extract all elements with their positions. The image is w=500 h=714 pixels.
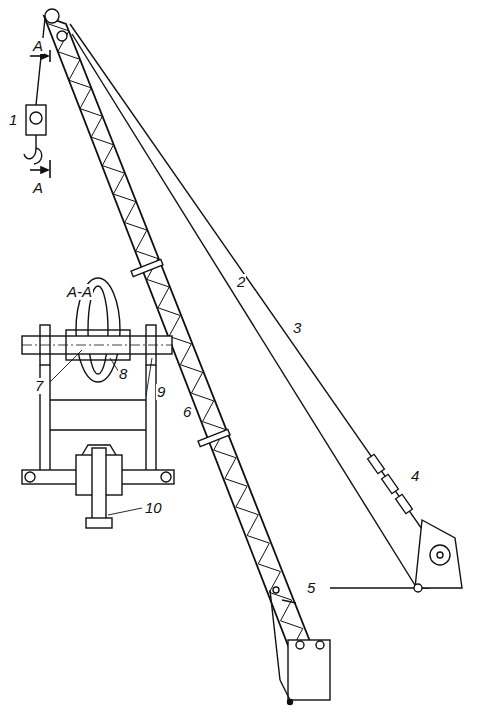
lattice-strut	[136, 230, 147, 251]
lattice-strut	[91, 116, 102, 137]
lattice-strut	[214, 450, 236, 458]
callout-number: 7	[34, 378, 44, 394]
hoist-rope	[36, 18, 45, 105]
rope-2	[72, 34, 418, 590]
lattice-strut	[102, 166, 124, 174]
lattice-strut	[136, 251, 158, 259]
lattice-strut	[69, 80, 91, 88]
callout-number: 2	[236, 274, 246, 290]
lattice-strut	[125, 202, 136, 223]
section-view	[22, 278, 174, 528]
lattice-strut	[47, 23, 69, 31]
lattice-strut	[102, 145, 113, 166]
callout-number: 8	[118, 366, 128, 382]
lattice-strut	[58, 52, 80, 60]
lattice-strut	[191, 372, 202, 393]
section-mark: A	[32, 180, 44, 196]
lattice-strut	[113, 194, 135, 202]
callout-number: 4	[410, 468, 420, 484]
lattice-strut	[169, 316, 180, 337]
lattice-strut	[91, 137, 113, 145]
lattice-strut	[236, 486, 247, 507]
lattice-strut	[258, 564, 280, 572]
hook-block	[24, 105, 46, 164]
lattice-strut	[158, 308, 180, 316]
lattice-strut	[269, 572, 280, 593]
lattice-strut	[125, 223, 147, 231]
mast-bracket	[414, 520, 462, 592]
section-line	[30, 50, 50, 178]
callout-number: 9	[156, 384, 166, 400]
lattice-strut	[236, 507, 258, 515]
lattice-boom	[44, 16, 311, 649]
callout-number: 1	[8, 112, 18, 128]
lattice-strut	[158, 287, 169, 308]
lattice-strut	[247, 536, 269, 544]
lattice-strut	[269, 592, 291, 600]
lattice-strut	[180, 344, 191, 365]
lattice-strut	[203, 422, 225, 430]
section-mark: A	[32, 38, 44, 54]
lattice-strut	[225, 479, 247, 487]
lattice-strut	[69, 59, 80, 80]
boom-foot	[270, 587, 330, 705]
lattice-strut	[58, 31, 69, 52]
head-sheave	[45, 9, 59, 23]
turnbuckle	[368, 454, 413, 513]
lattice-strut	[203, 401, 214, 422]
lattice-strut	[147, 279, 169, 287]
callout-number: 6	[182, 404, 192, 420]
lattice-strut	[80, 88, 91, 109]
lattice-strut	[191, 393, 213, 401]
lattice-strut	[258, 543, 269, 564]
lattice-strut	[180, 365, 202, 373]
callout-number: 10	[144, 500, 163, 516]
lattice-strut	[113, 173, 124, 194]
lattice-strut	[225, 458, 236, 479]
lattice-strut	[247, 515, 258, 536]
lattice-strut	[281, 621, 303, 629]
section-title: A-A	[66, 284, 93, 300]
callout-number: 3	[292, 320, 302, 336]
lattice-strut	[80, 109, 102, 117]
lattice-strut	[281, 600, 292, 621]
callout-number: 5	[306, 580, 316, 596]
